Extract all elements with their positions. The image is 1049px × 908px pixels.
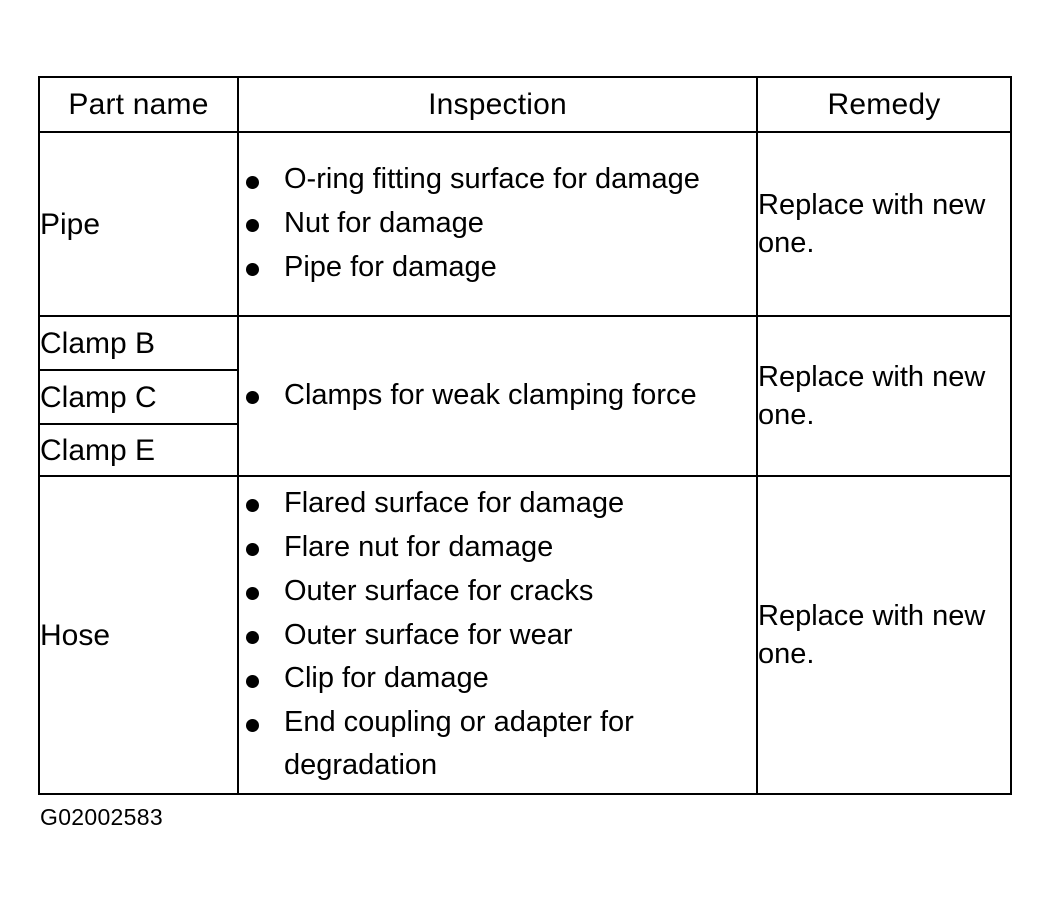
list-item: End coupling or adapter for degradation [239, 701, 756, 787]
cell-part-name-clamp-b: Clamp B [38, 315, 239, 371]
list-item-label: Clamps for weak clamping force [284, 379, 697, 412]
table-row: Clamp C [38, 369, 1011, 425]
inspection-list-pipe: O-ring fitting surface for damage Nut fo… [239, 158, 756, 289]
list-item-label: Nut for damage [284, 207, 484, 240]
list-item: O-ring fitting surface for damage [239, 158, 756, 201]
cell-inspection-pipe: O-ring fitting surface for damage Nut fo… [237, 131, 758, 317]
list-item: Outer surface for wear [239, 614, 756, 657]
list-item-label: Flared surface for damage [284, 486, 625, 519]
list-item-label: O-ring fitting surface for damage [284, 163, 700, 196]
list-item: Clamps for weak clamping force [239, 374, 756, 417]
list-item-label: Outer surface for wear [284, 618, 573, 651]
bullet-point-icon [246, 175, 259, 189]
bullet-point-icon [246, 718, 259, 732]
inspection-list-clamps: Clamps for weak clamping force [239, 374, 756, 417]
cell-remedy-pipe: Replace with new one. [756, 131, 1012, 317]
table-body: Pipe O-ring fitting surface for damage N… [38, 131, 1012, 795]
inspection-list-hose: Flared surface for damage Flare nut for … [239, 482, 756, 787]
bullet-point-icon [246, 674, 259, 688]
list-item-label: Outer surface for cracks [284, 574, 594, 607]
bullet-point-icon [246, 219, 259, 233]
cell-part-name-pipe: Pipe [38, 131, 239, 317]
cell-inspection-hose: Flared surface for damage Flare nut for … [237, 475, 758, 795]
column-header-part-name: Part name [38, 76, 239, 133]
cell-part-name-clamp-e: Clamp E [38, 423, 239, 477]
bullet-point-icon [246, 543, 259, 557]
bullet-point-icon [246, 391, 259, 405]
table-row: Clamp B Clamps for weak clamping force R… [38, 315, 1012, 477]
table-row: Clamp E [38, 423, 1011, 477]
table-header-row: Part name Inspection Remedy [38, 76, 1012, 133]
list-item-label: Flare nut for damage [284, 530, 554, 563]
list-item: Flare nut for damage [239, 526, 756, 569]
bullet-point-icon [246, 587, 259, 601]
bullet-point-icon [246, 499, 259, 513]
list-item: Flared surface for damage [239, 482, 756, 525]
list-item-label: End coupling or adapter for degradation [284, 706, 634, 782]
table-row: Pipe O-ring fitting surface for damage N… [38, 131, 1012, 317]
cell-inspection-clamps: Clamps for weak clamping force [237, 315, 758, 477]
inspection-table: Part name Inspection Remedy Pipe O-ring … [38, 76, 1012, 795]
figure-code-label: G02002583 [40, 804, 163, 830]
list-item: Nut for damage [239, 202, 756, 245]
list-item-label: Clip for damage [284, 662, 489, 695]
cell-remedy-clamps: Replace with new one. [756, 315, 1012, 477]
list-item: Clip for damage [239, 657, 756, 700]
list-item: Outer surface for cracks [239, 570, 756, 613]
table-header: Part name Inspection Remedy [38, 76, 1012, 133]
column-header-inspection: Inspection [237, 76, 758, 133]
list-item: Pipe for damage [239, 246, 756, 289]
cell-remedy-hose: Replace with new one. [756, 475, 1012, 795]
table-row: Hose Flared surface for damage Flare nut… [38, 475, 1012, 795]
list-item-label: Pipe for damage [284, 250, 497, 283]
bullet-point-icon [246, 630, 259, 644]
column-header-remedy: Remedy [756, 76, 1012, 133]
cell-part-name-clamp-c: Clamp C [38, 369, 239, 425]
bullet-point-icon [246, 263, 259, 277]
cell-part-name-hose: Hose [38, 475, 239, 795]
